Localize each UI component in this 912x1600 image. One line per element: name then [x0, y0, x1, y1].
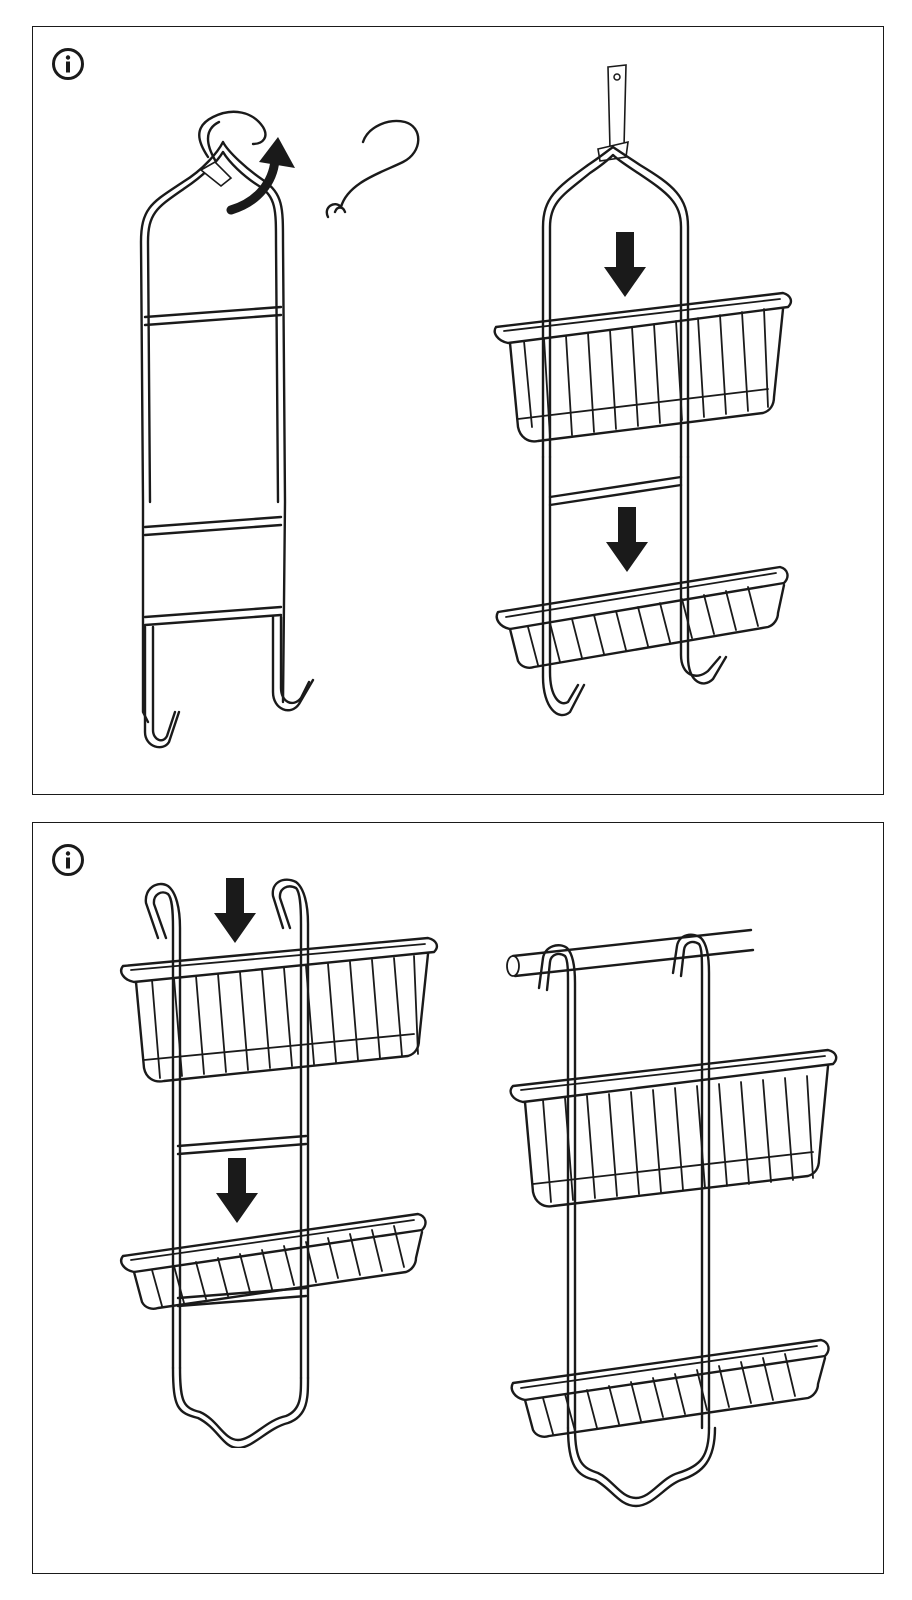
arrow-down-icon: [606, 507, 648, 572]
step-panel-1: [32, 26, 884, 795]
lower-wire-soap-tray-icon: [120, 1212, 427, 1310]
step-panel-2: [32, 822, 884, 1574]
upper-wire-basket-icon: [120, 936, 439, 1083]
door-hook-icon: [597, 64, 629, 162]
info-circle-icon: [52, 844, 84, 876]
upper-wire-basket-icon: [509, 1048, 838, 1208]
curved-arrow-up-icon: [226, 137, 295, 215]
upper-wire-basket-icon: [493, 291, 793, 443]
lower-wire-soap-tray-icon: [510, 1338, 830, 1438]
lower-wire-soap-tray-icon: [495, 565, 789, 669]
arrow-down-icon: [216, 1158, 258, 1223]
arrow-down-icon: [604, 232, 646, 297]
rack-hanging-on-door-hook-figure: [493, 64, 793, 717]
rack-frame-icon: [139, 140, 315, 749]
rack-frame-icon: [537, 933, 717, 1508]
s-hook-icon: [198, 110, 420, 219]
rack-inverted-with-baskets-figure: [120, 878, 439, 1448]
rack-hanging-on-rail-figure: [506, 928, 838, 1508]
info-circle-icon: [52, 48, 84, 80]
shower-rail-icon: [506, 928, 755, 978]
arrow-down-icon: [214, 878, 256, 943]
rack-frame-icon: [144, 878, 310, 1448]
rack-frame-with-s-hook-figure: [139, 110, 420, 749]
rack-frame-icon: [541, 145, 728, 717]
